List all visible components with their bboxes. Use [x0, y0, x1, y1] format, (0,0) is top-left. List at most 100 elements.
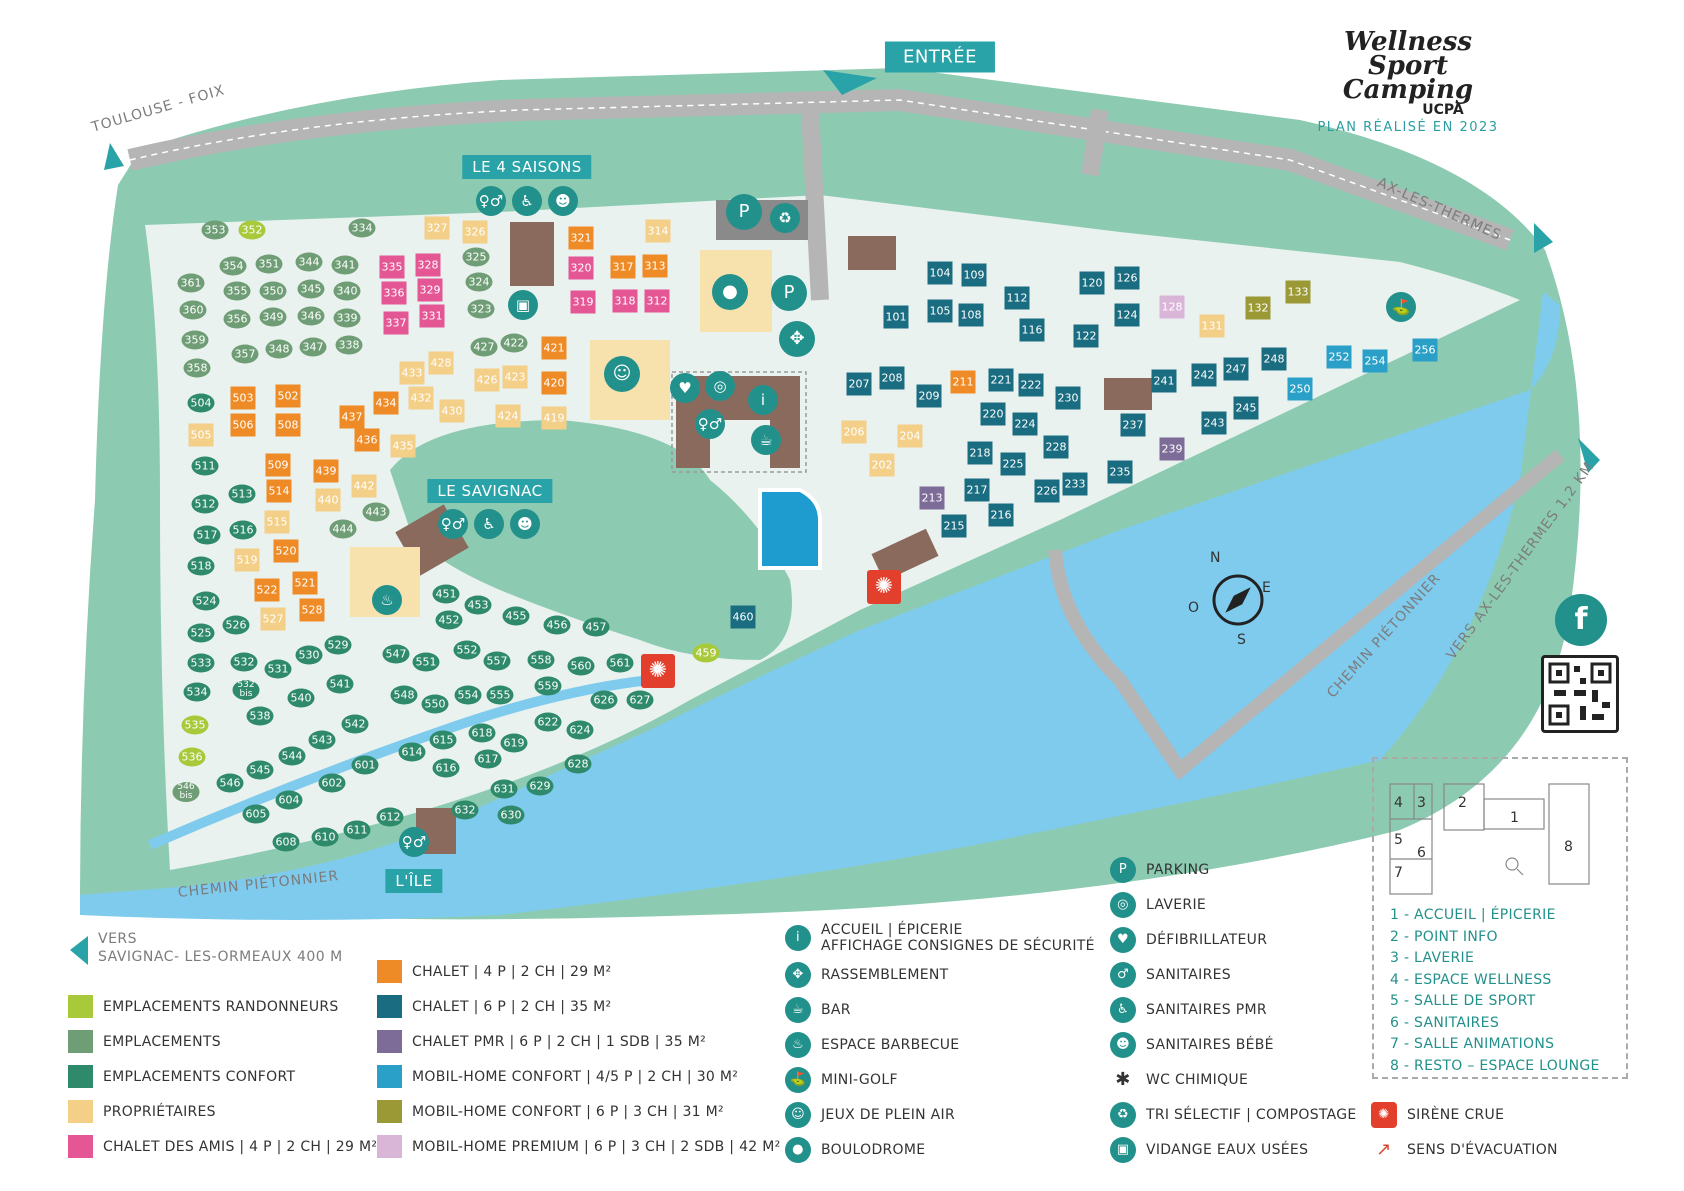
- pitch-101: 101: [883, 305, 909, 329]
- pitch-337: 337: [383, 311, 409, 335]
- entree-arrow-icon: [823, 70, 877, 95]
- pitch-522: 522: [254, 578, 280, 602]
- playground-icon: ☺: [785, 1102, 811, 1128]
- legend-barbecue: ♨ESPACE BARBECUE: [785, 1032, 959, 1058]
- legend-sirene: ✺SIRÈNE CRUE: [1371, 1102, 1504, 1128]
- siren-icon: ✺: [1371, 1102, 1397, 1128]
- pitch-552: 552: [453, 640, 481, 660]
- pitch-432: 432: [408, 386, 434, 410]
- pitch-502: 502: [275, 384, 301, 408]
- pitch-202: 202: [869, 453, 895, 477]
- pitch-357: 357: [231, 344, 259, 364]
- accueil-item: 8 - RESTO – ESPACE LOUNGE: [1390, 1057, 1600, 1074]
- entree-label: ENTRÉE: [884, 41, 996, 73]
- pitch-456: 456: [543, 615, 571, 635]
- legend-mh6: MOBIL-HOME CONFORT | 6 P | 3 CH | 31 M²: [377, 1100, 724, 1123]
- pitch-314: 314: [645, 219, 671, 243]
- pitch-319: 319: [570, 290, 596, 314]
- toulouse-arrow-icon: [104, 143, 124, 170]
- pitch-235: 235: [1107, 460, 1133, 484]
- barbecue-icon: ♨: [372, 585, 402, 615]
- pitch-124: 124: [1114, 303, 1140, 327]
- pitch-527: 527: [260, 607, 286, 631]
- pitch-426: 426: [474, 368, 500, 392]
- legend-bar: ☕BAR: [785, 997, 851, 1023]
- accueil-item: 6 - SANITAIRES: [1390, 1014, 1500, 1031]
- siren-icon: ✺: [867, 570, 901, 604]
- facebook-icon[interactable]: f: [1555, 594, 1607, 646]
- pitch-437: 437: [339, 405, 365, 429]
- pitch-534: 534: [183, 682, 211, 702]
- pitch-630: 630: [497, 805, 525, 825]
- swatch-chalet-pmr: [377, 1030, 402, 1053]
- pitch-327: 327: [424, 216, 450, 240]
- toilets-icon: ♀♂: [476, 186, 506, 216]
- pitch-222: 222: [1018, 373, 1044, 397]
- pitch-355: 355: [223, 281, 251, 301]
- pitch-325: 325: [462, 247, 490, 267]
- pitch-349: 349: [259, 307, 287, 327]
- building-siren: [871, 528, 939, 582]
- pitch-601: 601: [351, 755, 379, 775]
- legend-mh45: MOBIL-HOME CONFORT | 4/5 P | 2 CH | 30 M…: [377, 1065, 738, 1088]
- info-icon: i: [785, 925, 811, 951]
- pitch-508: 508: [275, 413, 301, 437]
- swatch-mh6: [377, 1100, 402, 1123]
- pitch-211: 211: [950, 370, 976, 394]
- pitch-131: 131: [1199, 314, 1225, 338]
- pitch-243: 243: [1201, 411, 1227, 435]
- pitch-561: 561: [606, 653, 634, 673]
- pitch-239: 239: [1159, 437, 1185, 461]
- pitch-532: 532: [230, 652, 258, 672]
- pitch-531: 531: [264, 659, 292, 679]
- pitch-528: 528: [299, 598, 325, 622]
- pitch-122: 122: [1073, 324, 1099, 348]
- pitch-542: 542: [341, 714, 369, 734]
- pitch-224: 224: [1012, 412, 1038, 436]
- pitch-254: 254: [1362, 349, 1388, 373]
- logo-line-2: Camping: [1342, 75, 1474, 105]
- pitch-250: 250: [1287, 377, 1313, 401]
- pitch-608: 608: [272, 832, 300, 852]
- pitch-348: 348: [265, 339, 293, 359]
- pitch-329: 329: [417, 278, 443, 302]
- pitch-548: 548: [390, 685, 418, 705]
- pitch-433: 433: [399, 361, 425, 385]
- pitch-453: 453: [464, 595, 492, 615]
- main-road-dash: [129, 99, 1511, 241]
- pitch-622: 622: [534, 712, 562, 732]
- pitch-358: 358: [183, 358, 211, 378]
- legend-defib: ♥DÉFIBRILLATEUR: [1110, 927, 1267, 953]
- pitch-559: 559: [534, 676, 562, 696]
- swatch-mh45: [377, 1065, 402, 1088]
- pitch-440: 440: [315, 488, 341, 512]
- boules-icon: ●: [785, 1137, 811, 1163]
- wastewater-icon: ▣: [1110, 1137, 1136, 1163]
- building-east: [1104, 378, 1152, 410]
- pitch-420: 420: [541, 371, 567, 395]
- swatch-mh-premium: [377, 1135, 402, 1158]
- swatch-emplacements: [68, 1030, 93, 1053]
- legend-wc-chimique: ✱WC CHIMIQUE: [1110, 1067, 1248, 1093]
- pitch-610: 610: [311, 827, 339, 847]
- pitch-427: 427: [470, 337, 498, 357]
- defibrillator-icon: ♥: [670, 373, 700, 403]
- pitch-538: 538: [246, 706, 274, 726]
- building-bar: [848, 236, 896, 270]
- legend-mh-premium: MOBIL-HOME PREMIUM | 6 P | 3 CH | 2 SDB …: [377, 1135, 781, 1158]
- evacuation-arrow-icon: ↗: [1376, 1139, 1392, 1160]
- pitch-112: 112: [1004, 286, 1030, 310]
- swatch-chalet4: [377, 960, 402, 983]
- accessible-toilets-icon: ♿: [474, 509, 504, 539]
- baby-changing-icon: ☻: [510, 509, 540, 539]
- pitch-347: 347: [299, 337, 327, 357]
- pitch-228: 228: [1043, 435, 1069, 459]
- pitch-555: 555: [486, 685, 514, 705]
- pitch-221: 221: [988, 368, 1014, 392]
- wastewater-icon: ▣: [508, 290, 538, 320]
- pitch-226: 226: [1034, 479, 1060, 503]
- pitch-624: 624: [566, 720, 594, 740]
- access-road: [801, 109, 829, 301]
- compass-s: S: [1237, 632, 1246, 648]
